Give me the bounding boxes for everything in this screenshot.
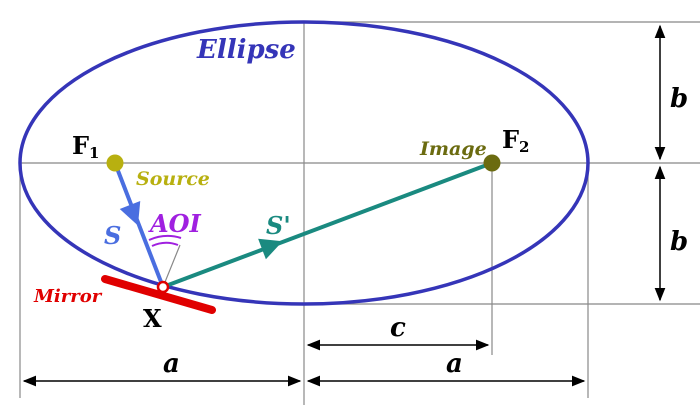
image-label: Image — [419, 138, 487, 160]
ray-s-line — [113, 162, 165, 288]
focus-f1-point — [106, 154, 124, 172]
reflection-point-label: X — [143, 304, 162, 333]
dimension-arrows — [22, 24, 666, 387]
dimension-b-bottom-label: b — [670, 227, 688, 257]
aoi-arc-inner — [151, 241, 179, 247]
focus-f2-point — [483, 154, 501, 172]
ellipse-label: Ellipse — [196, 35, 296, 65]
ray-s-prime — [162, 161, 493, 289]
ray-s-prime-line — [162, 161, 493, 289]
ellipse-shape — [18, 20, 590, 306]
dimension-a-right-label: a — [446, 349, 463, 379]
ray-s-arrowhead — [119, 201, 141, 226]
ray-s-prime-arrowhead — [258, 238, 283, 260]
dimension-a-left-label: a — [163, 349, 180, 379]
dimension-b-top-label: b — [670, 84, 688, 114]
aoi-label: AOI — [148, 209, 202, 238]
aoi-arcs — [148, 234, 182, 247]
normal-line — [162, 244, 181, 288]
f2-label: F2 — [502, 125, 529, 156]
aoi-arc-outer — [148, 234, 182, 241]
ray-s — [113, 162, 165, 288]
reflection-point-x — [156, 280, 170, 294]
ray-s-prime-label: S' — [266, 211, 291, 240]
mirror-label: Mirror — [33, 286, 103, 307]
source-label: Source — [136, 168, 210, 190]
ray-s-label: S — [104, 221, 121, 250]
f1-label: F1 — [72, 131, 99, 162]
dimension-c-label: c — [390, 313, 406, 343]
mirror-segment — [101, 275, 216, 314]
